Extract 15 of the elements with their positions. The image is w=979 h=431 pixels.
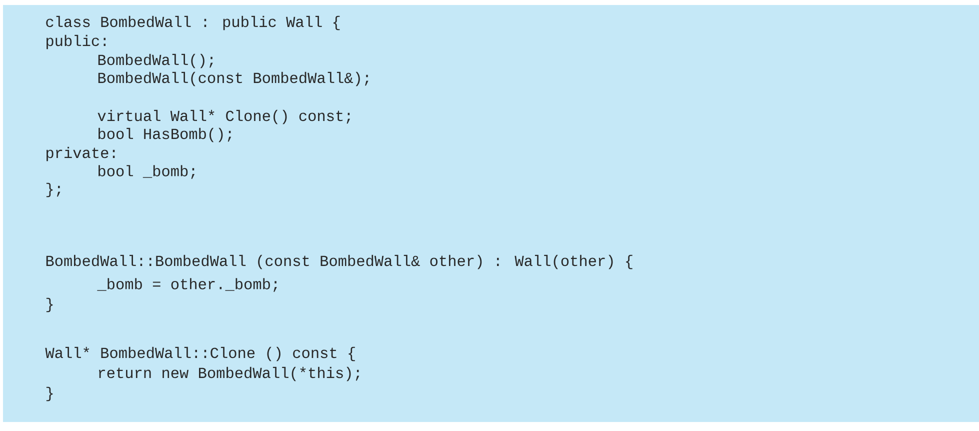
code-line: bool HasBomb();: [98, 128, 232, 142]
code-line: private:: [46, 146, 115, 162]
code-line: _bomb = other._bomb;: [97, 278, 277, 292]
code-line: bool _bomb;: [98, 165, 195, 179]
code-line: BombedWall();: [98, 54, 213, 68]
code-line: };: [46, 182, 60, 198]
code-line: BombedWall(const BombedWall&);: [98, 72, 368, 86]
code-line: public:: [46, 34, 106, 50]
code-line: BombedWall::BombedWall (const BombedWall& other) : Wall(other) {: [46, 254, 632, 270]
code-line: }: [46, 386, 53, 402]
code-line: virtual Wall* Clone() const;: [98, 110, 350, 124]
code-line: }: [46, 298, 53, 312]
code-line: return new BombedWall(*this);: [99, 366, 360, 382]
code-line: Wall* BombedWall::Clone () const {: [45, 346, 355, 362]
code-line: class BombedWall : public Wall {: [46, 16, 340, 30]
